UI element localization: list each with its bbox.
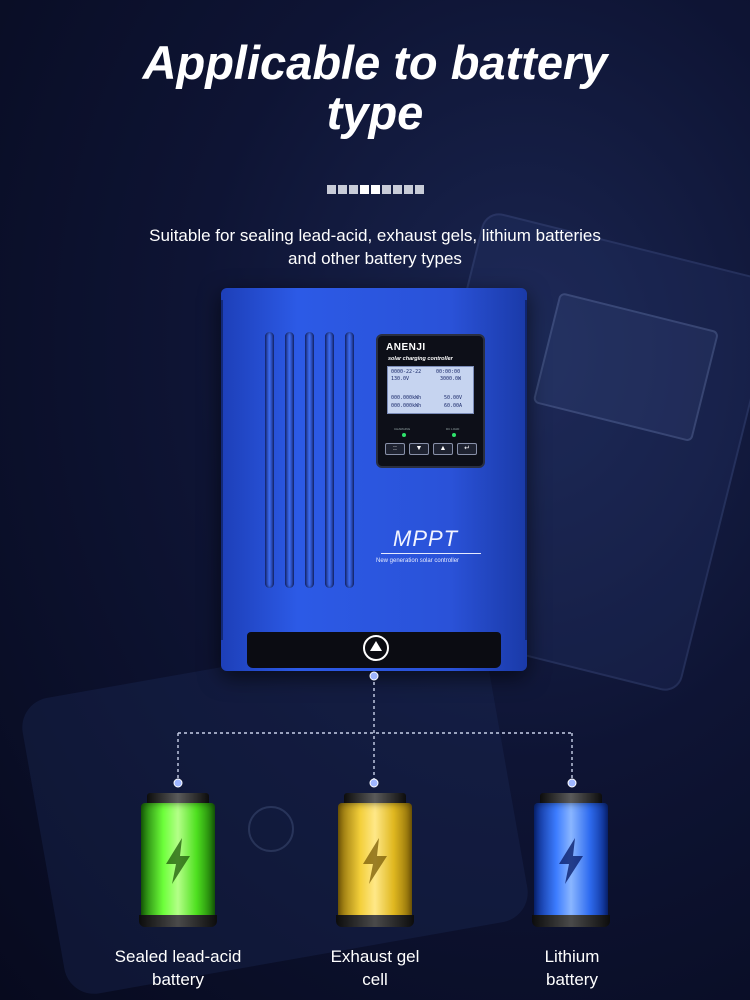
heat-fin [345,332,354,588]
subtitle: Suitable for sealing lead-acid, exhaust … [75,224,675,270]
led-label-charging: CHARGING [394,427,411,431]
connector-node [369,778,379,788]
heat-fin [285,332,294,588]
connector-node [173,778,183,788]
battery-sealed-lead-acid [139,793,217,929]
battery-exhaust-gel [336,793,414,929]
panel-subtitle: solar charging controller [388,356,453,362]
up-key[interactable]: ▲ [433,443,453,455]
lcd-energy-1: 000.000kWh [391,395,422,401]
warning-ring-icon [363,635,389,661]
right-rail [515,300,527,640]
lightning-bolt-icon [363,838,387,884]
lcd-screen: 0000-22-22 00:00:00 130.0V 3000.0W 000.0… [387,366,474,414]
decorative-dots [0,181,750,199]
battery-label-sealed-lead-acid: Sealed lead-acid battery [114,947,242,989]
lightning-bolt-icon [166,838,190,884]
background-circle [248,806,294,852]
lcd-current: 60.00A [444,403,463,409]
lightning-bolt-icon [559,838,583,884]
model-label: MPPT [393,526,459,551]
page-title: Applicable to battery type [0,38,750,138]
lcd-energy-2: 000.000kWh [391,403,422,409]
left-rail [221,300,233,640]
connector-node [369,671,379,681]
dc-load-led [452,433,456,437]
enter-key[interactable]: ↵ [457,443,477,455]
brand-logo: ANENJI [386,342,426,353]
connector-node [567,778,577,788]
down-key[interactable]: ▼ [409,443,429,455]
led-label-dc-load: DC LOAD [446,427,460,431]
battery-lithium [532,793,610,929]
lcd-time: 00:00:00 [436,369,461,375]
model-underline [381,553,481,554]
title-line-2: type [326,86,424,139]
charge-controller-device: ANENJI solar charging controller 0000-22… [221,288,527,671]
control-panel: ANENJI solar charging controller 0000-22… [376,334,485,468]
charging-led [402,433,406,437]
model-subtitle: New generation solar controller [376,558,460,564]
heat-fin [265,332,274,588]
heat-fin [305,332,314,588]
battery-label-lithium: Lithium battery [544,947,600,989]
battery-label-exhaust-gel: Exhaust gel cell [330,947,420,989]
menu-key[interactable]: :: [385,443,405,455]
lcd-power: 3000.0W [440,376,462,382]
heat-fin [325,332,334,588]
title-line-1: Applicable to battery [142,36,608,89]
subtitle-line-1: Suitable for sealing lead-acid, exhaust … [149,226,601,245]
lcd-date: 0000-22-22 [391,369,422,375]
lcd-battery-voltage: 50.00V [444,395,463,401]
subtitle-line-2: and other battery types [288,249,462,268]
lcd-pv-voltage: 130.0V [391,376,410,382]
